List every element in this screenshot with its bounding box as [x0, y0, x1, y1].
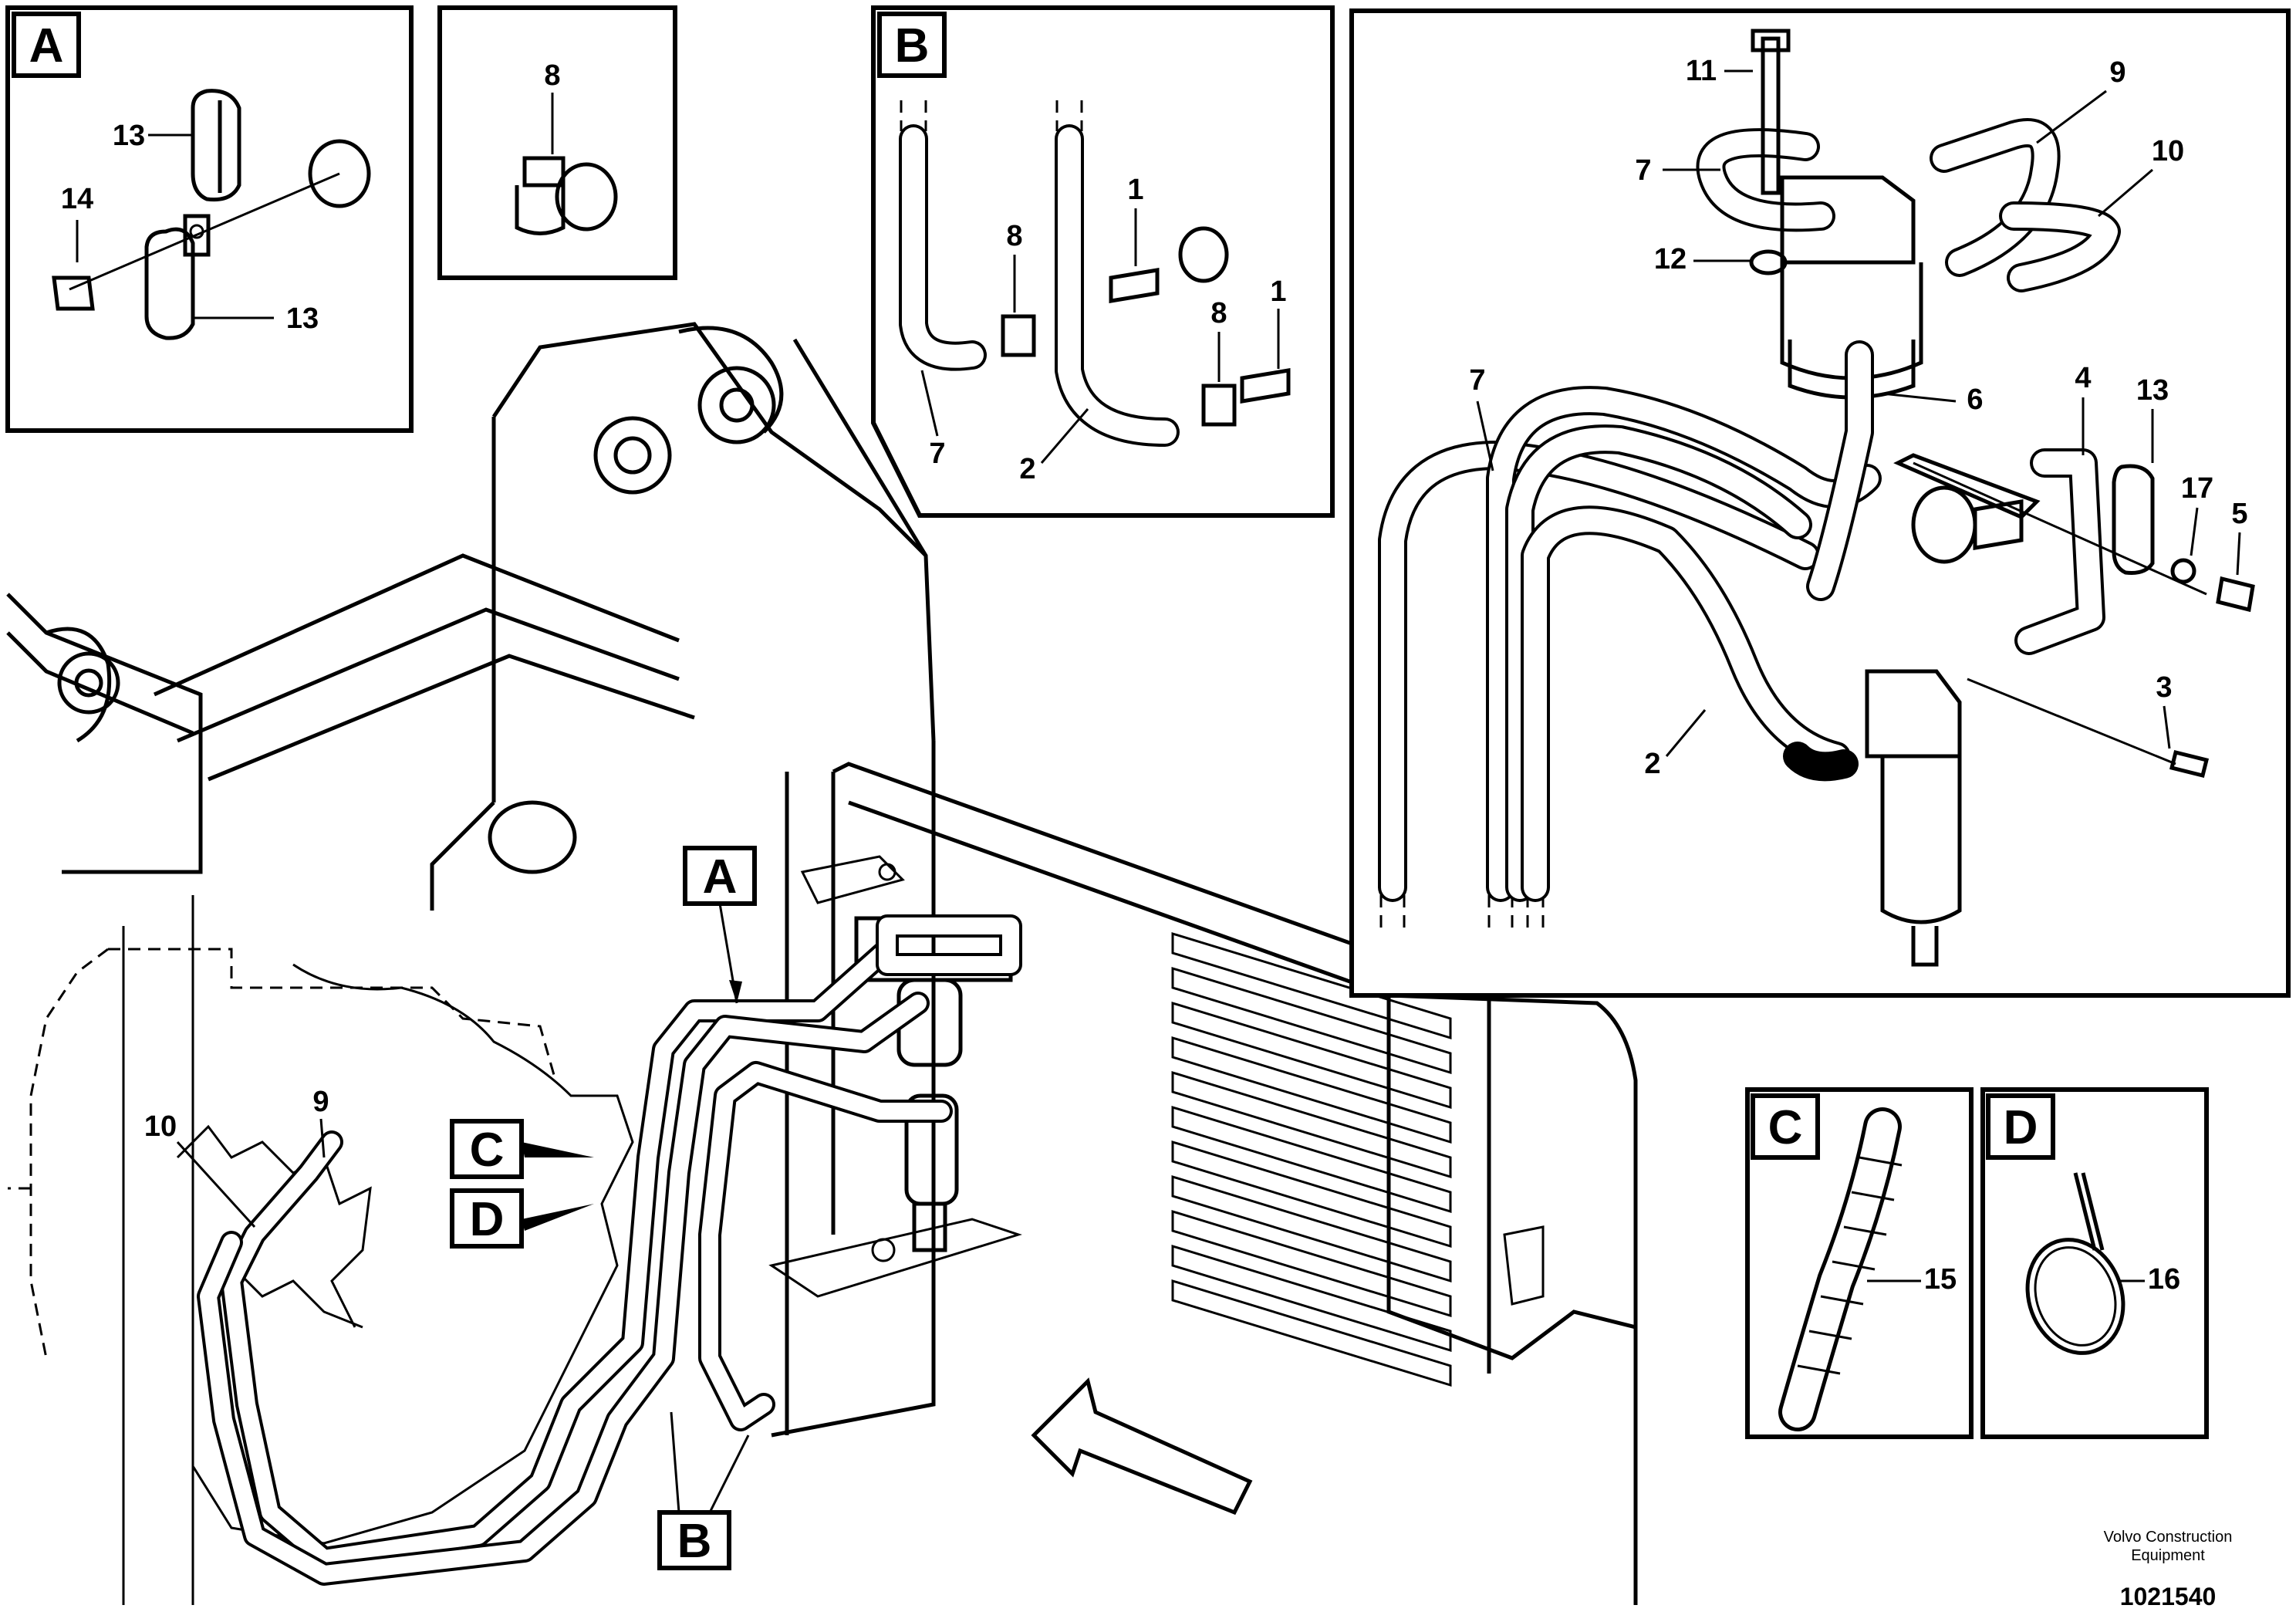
svg-text:7: 7	[1635, 154, 1651, 187]
svg-text:2: 2	[1019, 453, 1035, 485]
svg-text:17: 17	[2181, 472, 2213, 505]
label-10: 10	[144, 1110, 177, 1143]
panel-c: C 15	[1745, 1087, 1974, 1439]
svg-text:C: C	[1768, 1101, 1803, 1154]
svg-text:1: 1	[1270, 275, 1286, 308]
panel-d: D 16	[1980, 1087, 2209, 1439]
company-name: Volvo Construction	[2104, 1529, 2233, 1546]
svg-text:3: 3	[2156, 671, 2172, 704]
machine-frame	[6, 322, 1638, 1605]
svg-text:B: B	[895, 19, 930, 73]
svg-text:B: B	[677, 1515, 712, 1568]
svg-text:8: 8	[544, 59, 560, 92]
svg-text:7: 7	[929, 438, 945, 470]
label-9: 9	[312, 1086, 329, 1118]
radiator-louvers	[1171, 931, 1452, 1387]
svg-text:10: 10	[2152, 135, 2184, 167]
svg-text:11: 11	[1686, 55, 1717, 87]
svg-text:13: 13	[113, 120, 145, 152]
svg-text:16: 16	[2148, 1263, 2180, 1296]
svg-text:7: 7	[1469, 364, 1485, 397]
svg-text:D: D	[2004, 1101, 2038, 1154]
svg-text:A: A	[703, 850, 738, 904]
fuel-lines-main	[197, 914, 1022, 1586]
panel-a: A 13 14 13	[5, 5, 414, 433]
svg-text:5: 5	[2231, 498, 2247, 530]
svg-text:9: 9	[2109, 56, 2125, 89]
marker-b: B	[657, 1411, 750, 1570]
svg-text:1: 1	[1127, 174, 1143, 206]
marker-a: A	[683, 846, 757, 1004]
svg-text:8: 8	[1210, 297, 1227, 329]
svg-text:6: 6	[1967, 384, 1983, 416]
marker-d: D	[450, 1188, 594, 1249]
svg-text:13: 13	[2136, 374, 2169, 407]
svg-text:8: 8	[1006, 220, 1022, 252]
panel-clamp: 8	[437, 5, 677, 280]
svg-text:13: 13	[286, 302, 319, 335]
svg-text:14: 14	[61, 183, 93, 215]
panel-detail: 11 9 7 10 12 7 6 4 13 17 5 3 2	[1349, 8, 2291, 998]
svg-text:2: 2	[1644, 748, 1660, 780]
svg-text:C: C	[470, 1124, 505, 1177]
company-name-line2: Equipment	[2131, 1547, 2205, 1564]
svg-text:12: 12	[1654, 243, 1687, 275]
svg-text:15: 15	[1924, 1263, 1957, 1296]
svg-text:A: A	[29, 19, 64, 73]
footer: Volvo Construction Equipment 1021540	[2104, 1529, 2233, 1610]
svg-text:4: 4	[2075, 362, 2091, 394]
drawing-number: 1021540	[2120, 1583, 2217, 1610]
svg-text:D: D	[470, 1193, 505, 1246]
flow-arrow	[1031, 1377, 1253, 1516]
marker-c: C	[450, 1119, 594, 1179]
panel-b: B 1 8 8 1 7 2	[871, 5, 1335, 518]
